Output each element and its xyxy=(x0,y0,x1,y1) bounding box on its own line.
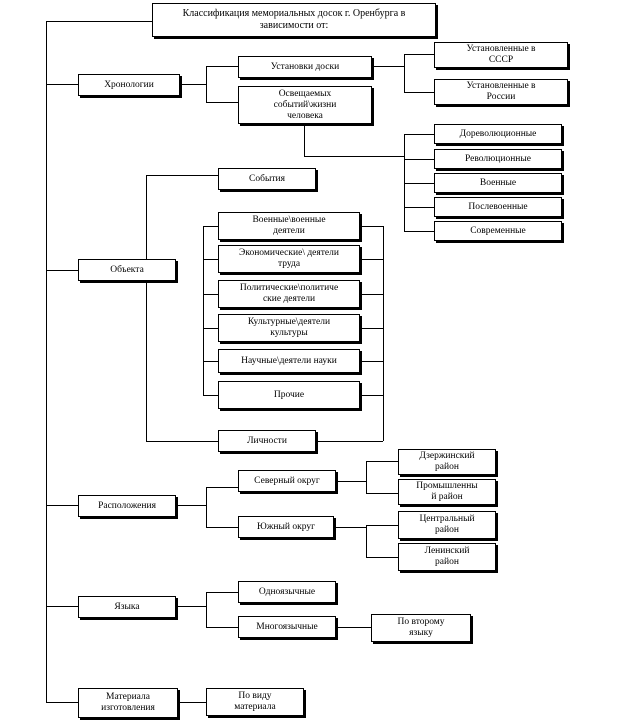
material-type: По виду материала xyxy=(206,688,304,716)
language-multi: Многоязычные xyxy=(238,616,336,638)
district-promyshlenny: Промышленны й район xyxy=(398,479,496,505)
group-5-right-line xyxy=(360,361,383,362)
group-5-left-line xyxy=(203,361,218,362)
north-fork-spine xyxy=(366,461,367,493)
mono-link-line xyxy=(206,592,238,593)
period-war: Военные xyxy=(434,173,562,193)
installed-russia: Установленные в России xyxy=(434,79,568,105)
installed-ussr: Установленные в СССР xyxy=(434,42,568,68)
language-mono: Одноязычные xyxy=(238,581,336,603)
period-1-link-line xyxy=(404,134,434,135)
chronology-branch-line xyxy=(180,84,206,85)
object-group-other: Прочие xyxy=(218,381,360,409)
material-link-line xyxy=(178,702,206,703)
group-2-left-line xyxy=(203,259,218,260)
events-life-drop-line xyxy=(304,124,305,156)
group-2-right-line xyxy=(360,259,383,260)
location-branch-spine xyxy=(206,487,207,527)
material-connector-line xyxy=(46,702,78,703)
north-out-line xyxy=(336,481,366,482)
period-postwar: Послевоенные xyxy=(434,197,562,217)
location-connector-line xyxy=(46,505,78,506)
location-north: Северный округ xyxy=(238,470,336,492)
language-branch-spine xyxy=(206,592,207,627)
groups-right-spine xyxy=(383,226,384,441)
installation-out-line xyxy=(372,66,404,67)
group-4-right-line xyxy=(360,328,383,329)
group-4-left-line xyxy=(203,328,218,329)
location-branch-line xyxy=(176,505,206,506)
object-events: События xyxy=(218,168,316,190)
periods-spine-line xyxy=(404,134,405,231)
events-life-link-line xyxy=(206,102,238,103)
group-3-right-line xyxy=(360,294,383,295)
group-6-left-line xyxy=(203,395,218,396)
group-1-right-line xyxy=(360,226,383,227)
district-centralny: Центральный район xyxy=(398,511,496,539)
installation-fork-spine xyxy=(404,54,405,92)
events-link-line xyxy=(146,175,218,176)
category-location: Расположения xyxy=(78,495,176,517)
period-4-link-line xyxy=(404,207,434,208)
root-connector-line xyxy=(46,21,152,22)
object-group-military: Военные\военные деятели xyxy=(218,212,360,240)
period-5-link-line xyxy=(404,231,434,232)
period-modern: Современные xyxy=(434,221,562,241)
chronology-events-life: Освещаемых событий\жизни человека xyxy=(238,86,372,124)
periods-bridge-line xyxy=(304,156,404,157)
period-2-link-line xyxy=(404,159,434,160)
language-second: По второму языку xyxy=(371,614,471,642)
south-fork-spine xyxy=(366,525,367,557)
language-branch-line xyxy=(176,606,206,607)
second-link-line xyxy=(336,627,371,628)
category-object: Объекта xyxy=(78,259,176,281)
group-1-left-line xyxy=(203,226,218,227)
language-connector-line xyxy=(46,606,78,607)
installation-link-line xyxy=(206,66,238,67)
chronology-connector-line xyxy=(46,84,78,85)
centralny-link-line xyxy=(366,525,398,526)
chronology-installation: Установки доски xyxy=(238,56,372,78)
persons-right-line xyxy=(316,441,383,442)
category-chronology: Хронологии xyxy=(78,74,180,96)
north-link-line xyxy=(206,487,238,488)
location-south: Южный округ xyxy=(238,516,334,538)
period-revolution: Революционные xyxy=(434,149,562,169)
district-leninsky: Ленинский район xyxy=(398,543,496,571)
district-dzerzhinsky: Дзержинский район xyxy=(398,449,496,475)
object-connector-line xyxy=(46,270,78,271)
period-prerevolution: Дореволюционные xyxy=(434,124,562,144)
period-3-link-line xyxy=(404,183,434,184)
group-6-right-line xyxy=(360,395,383,396)
main-spine-line xyxy=(46,21,47,703)
dzerzhinsky-link-line xyxy=(366,461,398,462)
group-3-left-line xyxy=(203,294,218,295)
category-language: Языка xyxy=(78,596,176,618)
root-box: Классификация мемориальных досок г. Орен… xyxy=(152,3,436,37)
persons-link-line xyxy=(146,441,218,442)
russia-link-line xyxy=(404,92,434,93)
ussr-link-line xyxy=(404,54,434,55)
object-group-political: Политические\политиче ские деятели xyxy=(218,280,360,308)
object-branch-spine xyxy=(146,175,147,441)
object-group-scientific: Научные\деятели науки xyxy=(218,349,360,373)
object-persons: Личности xyxy=(218,430,316,452)
groups-left-spine xyxy=(203,226,204,396)
multi-link-line xyxy=(206,627,238,628)
object-group-cultural: Культурные\деятели культуры xyxy=(218,314,360,342)
south-link-line xyxy=(206,527,238,528)
south-out-line xyxy=(334,527,366,528)
chronology-branch-spine xyxy=(206,66,207,102)
category-material: Материала изготовления xyxy=(78,688,178,718)
leninsky-link-line xyxy=(366,557,398,558)
object-group-economic: Экономические\ деятели труда xyxy=(218,245,360,273)
promyshlenny-link-line xyxy=(366,493,398,494)
